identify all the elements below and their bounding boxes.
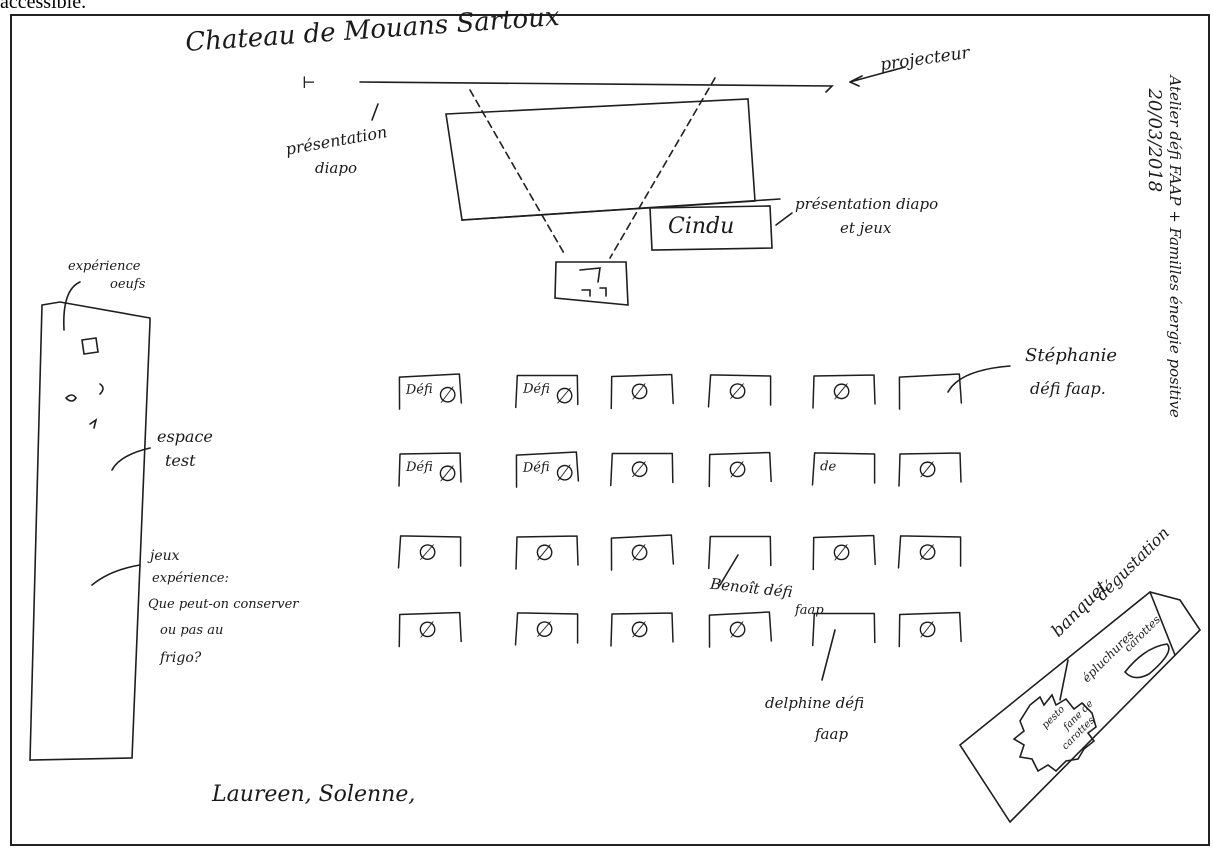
side-date: 20/03/2018 <box>1144 88 1165 192</box>
test-area-label-1: espace <box>157 428 213 446</box>
projector-bar <box>360 82 832 92</box>
desk: Défi ∅ <box>397 373 464 413</box>
games-note-4: ou pas au <box>160 624 223 639</box>
desk: ∅ <box>514 611 581 651</box>
delphine-note-1: delphine défi <box>765 695 864 712</box>
projector-mark: ⊢ <box>302 74 316 92</box>
desk: ∅ <box>610 451 677 490</box>
desk <box>812 611 879 650</box>
projection-screen <box>446 99 755 220</box>
desk: ∅ <box>897 534 964 574</box>
presenter-note-2: et jeux <box>840 220 891 237</box>
desk: ∅ <box>515 535 581 573</box>
desk: ∅ <box>609 534 676 574</box>
egg-area-label-2: oeufs <box>110 278 145 293</box>
desk: ∅ <box>610 612 676 650</box>
banquet-pointer <box>1060 660 1068 700</box>
stephanie-note-1: Stéphanie <box>1025 346 1117 367</box>
screen-label-pointer <box>372 104 378 120</box>
desk: ∅ <box>812 534 879 573</box>
desk <box>897 373 964 413</box>
presenter-name: Cindu <box>668 214 734 239</box>
desk-label: Défi <box>523 460 550 476</box>
desk: ∅ <box>812 374 878 412</box>
desk: de <box>811 451 878 491</box>
empty-seat-symbol: ∅ <box>630 380 650 405</box>
desk-label: Défi <box>523 382 550 397</box>
empty-seat-symbol: ∅ <box>832 541 852 566</box>
desk: ∅ <box>898 452 964 490</box>
stephanie-note-2: défi faap. <box>1030 380 1106 398</box>
games-pointer <box>92 565 140 585</box>
empty-seat-symbol: ∅ <box>535 541 554 566</box>
desk: ∅ <box>708 451 775 490</box>
desk-label: Défi <box>406 460 433 475</box>
games-note-3: Que peut-on conserver <box>148 598 299 613</box>
desk: ∅ <box>707 611 774 651</box>
desk <box>708 534 775 573</box>
empty-seat-symbol: ∅ <box>630 541 650 567</box>
empty-seat-symbol: ∅ <box>630 618 649 643</box>
desk-label: de <box>820 459 837 475</box>
delphine-note-2: faap <box>815 726 848 743</box>
empty-seat-symbol: ∅ <box>418 618 438 643</box>
screen-label-2: diapo <box>315 160 357 177</box>
egg-area-label-1: expérience <box>68 260 140 275</box>
projection-cone-left <box>470 90 565 255</box>
presenter-pointer <box>776 213 792 225</box>
test-area-label-2: test <box>165 452 196 470</box>
empty-seat-symbol: ∅ <box>832 380 851 405</box>
egg-pointer <box>64 282 80 330</box>
empty-seat-symbol: ∅ <box>918 618 938 643</box>
desk-label: Défi <box>406 382 433 398</box>
empty-seat-symbol: ∅ <box>438 462 457 487</box>
empty-seat-symbol: ∅ <box>918 541 938 567</box>
empty-seat-symbol: ∅ <box>728 618 748 644</box>
empty-seat-symbol: ∅ <box>728 380 748 406</box>
empty-seat-symbol: ∅ <box>728 458 748 483</box>
empty-seat-symbol: ∅ <box>555 461 575 487</box>
desk: ∅ <box>610 373 677 412</box>
side-title: Atelier défi FAAP + Familles énergie pos… <box>1166 75 1183 417</box>
empty-seat-symbol: ∅ <box>418 541 438 567</box>
presenter-note-1: présentation diapo <box>795 196 938 213</box>
desk: Défi ∅ <box>398 452 464 490</box>
games-note-2: expérience: <box>152 572 229 587</box>
empty-seat-symbol: ∅ <box>630 458 650 483</box>
names-signature: Laureen, Solenne, <box>212 782 415 807</box>
empty-seat-symbol: ∅ <box>535 618 555 644</box>
desk: ∅ <box>397 534 464 574</box>
empty-seat-symbol: ∅ <box>918 458 937 483</box>
games-note-5: frigo? <box>160 650 201 666</box>
desk: ∅ <box>707 373 774 413</box>
desk: ∅ <box>898 611 965 650</box>
egg-test-area <box>30 302 150 760</box>
desk: Défi ∅ <box>514 451 581 491</box>
games-note-1: jeux <box>150 548 180 564</box>
empty-seat-symbol: ∅ <box>555 384 575 409</box>
empty-seat-symbol: ∅ <box>438 383 458 409</box>
desk: ∅ <box>398 611 465 650</box>
desk: Défi ∅ <box>515 373 582 412</box>
